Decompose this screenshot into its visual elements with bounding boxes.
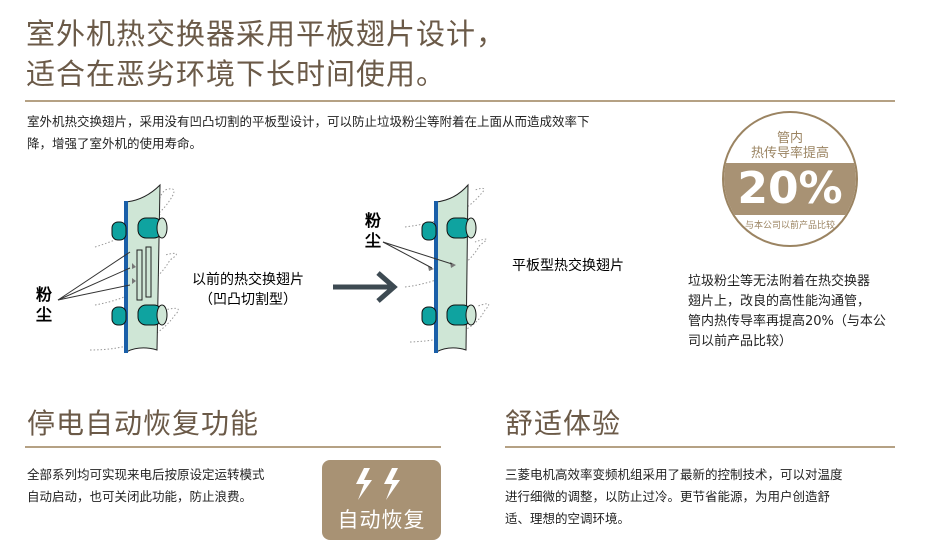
- side-line: 管内热传导率再提高20%（与本公: [688, 314, 886, 329]
- flat-fin: [382, 183, 477, 353]
- old-fin-sub-label: （凹凸切割型）: [199, 291, 297, 308]
- dust-label-left: 粉: [36, 285, 52, 304]
- fin-comparison-diagram: 粉 尘 以前的热交换翅片 （凹凸切割型） 粉 尘 平板型热交换翅片: [36, 183, 624, 353]
- auto-recovery-badge: 自动恢复: [322, 460, 441, 540]
- recovery-line: 全部系列均可实现来电后按原设定运转模式: [27, 467, 265, 482]
- old-fin: [57, 183, 168, 353]
- side-line: 垃圾粉尘等无法附着在热交换器: [688, 274, 871, 289]
- recovery-divider: [25, 446, 441, 448]
- recovery-line: 自动启动，也可关闭此功能，防止浪费。: [27, 489, 253, 504]
- comfort-section-title: 舒适体验: [505, 407, 622, 440]
- comfort-paragraph: 三菱电机高效率变频机组采用了最新的控制技术，可以对温度 进行细微的调整，以防止过…: [505, 464, 843, 530]
- side-line: 翅片上，改良的高性能沟通管，: [688, 294, 871, 309]
- side-line: 司以前产品比较）: [688, 334, 793, 349]
- comfort-line: 适、理想的空调环境。: [505, 511, 631, 526]
- badge-line2: 热传导率提高: [750, 146, 829, 161]
- page-title-line1: 室外机热交换器采用平板翅片设计，: [26, 17, 507, 51]
- heat-conductivity-badge: 管内 热传导率提高 20% 与本公司以前产品比较: [722, 111, 858, 247]
- badge-line1: 管内: [776, 131, 803, 146]
- dust-label-right: 粉: [365, 211, 381, 230]
- flat-fin-label: 平板型热交换翅片: [512, 257, 624, 274]
- badge-value: 20%: [724, 163, 856, 215]
- comfort-line: 三菱电机高效率变频机组采用了最新的控制技术，可以对温度: [505, 467, 843, 482]
- intro-line: 室外机热交换翅片，采用没有凹凸切割的平板型设计，可以防止垃圾粉尘等附着在上面从而…: [27, 114, 590, 129]
- recovery-paragraph: 全部系列均可实现来电后按原设定运转模式 自动启动，也可关闭此功能，防止浪费。: [27, 464, 265, 508]
- side-paragraph: 垃圾粉尘等无法附着在热交换器 翅片上，改良的高性能沟通管， 管内热传导率再提高2…: [688, 272, 886, 352]
- comfort-line: 进行细微的调整，以防止过冷。更节省能源，为用户创造舒: [505, 489, 831, 504]
- page-title-line2: 适合在恶劣环境下长时间使用。: [26, 57, 447, 91]
- intro-paragraph: 室外机热交换翅片，采用没有凹凸切割的平板型设计，可以防止垃圾粉尘等附着在上面从而…: [27, 111, 590, 155]
- title-divider: [25, 100, 895, 102]
- dust-label-left-2: 尘: [36, 305, 52, 324]
- badge-note: 与本公司以前产品比较: [744, 221, 835, 231]
- arrow-icon: [333, 271, 398, 303]
- intro-line: 降，增强了室外机的使用寿命。: [27, 136, 203, 151]
- old-fin-label: 以前的热交换翅片: [192, 271, 304, 288]
- dust-label-right-2: 尘: [365, 231, 381, 250]
- comfort-divider: [505, 446, 895, 448]
- auto-recovery-label: 自动恢复: [337, 508, 426, 532]
- lightning-icon: [356, 468, 400, 500]
- recovery-section-title: 停电自动恢复功能: [27, 407, 260, 440]
